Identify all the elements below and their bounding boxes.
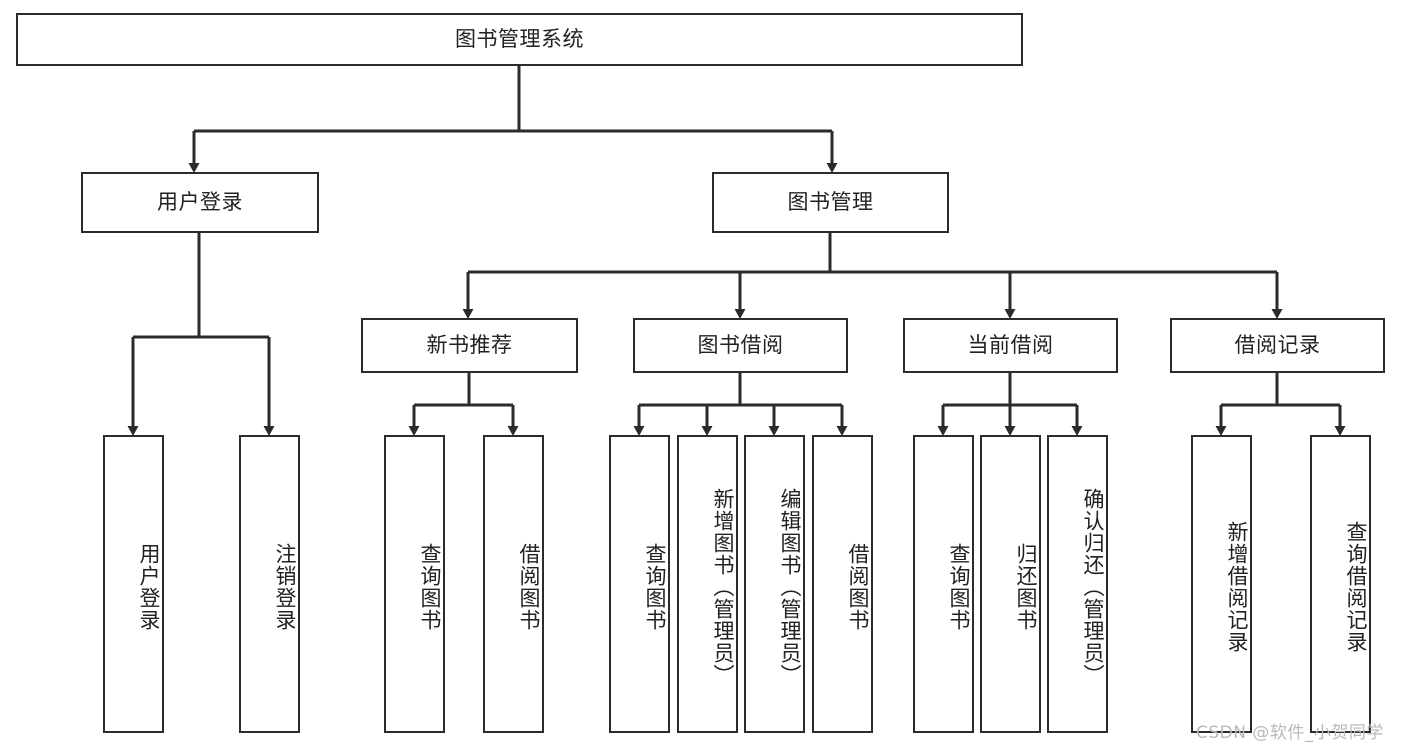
node-label: 查询图书: [418, 543, 442, 631]
node-label: 图书管理系统: [455, 26, 584, 51]
node-label: 借阅图书: [846, 543, 870, 631]
node-label: 图书借阅: [697, 332, 784, 357]
node-label: 归还图书: [1014, 543, 1038, 631]
node-label: 查询借阅记录: [1344, 521, 1368, 653]
node-current-borrow[interactable]: 当前借阅: [903, 318, 1118, 373]
node-book-management[interactable]: 图书管理: [712, 172, 949, 233]
node-label: 查询图书: [947, 543, 971, 631]
leaf-user-login-signin[interactable]: 用户登录: [103, 435, 164, 733]
node-book-borrow[interactable]: 图书借阅: [633, 318, 848, 373]
leaf-current-return-book[interactable]: 归还图书: [980, 435, 1041, 733]
node-label: 当前借阅: [967, 332, 1054, 357]
node-label: 用户登录: [137, 543, 161, 631]
leaf-current-query-book[interactable]: 查询图书: [913, 435, 974, 733]
node-label: 新增图书（管理员）: [711, 488, 735, 686]
leaf-record-add-record[interactable]: 新增借阅记录: [1191, 435, 1252, 733]
leaf-current-confirm-return-admin[interactable]: 确认归还（管理员）: [1047, 435, 1108, 733]
leaf-borrow-add-book-admin[interactable]: 新增图书（管理员）: [677, 435, 738, 733]
node-label: 编辑图书（管理员）: [778, 488, 802, 686]
leaf-record-query-record[interactable]: 查询借阅记录: [1310, 435, 1371, 733]
node-borrow-record[interactable]: 借阅记录: [1170, 318, 1385, 373]
node-label: 图书管理: [787, 189, 874, 214]
node-label: 注销登录: [273, 543, 297, 631]
csdn-watermark: CSDN @软件_小贺同学: [1196, 723, 1384, 743]
node-label: 用户登录: [157, 189, 243, 214]
node-label: 借阅记录: [1234, 332, 1321, 357]
leaf-user-login-signout[interactable]: 注销登录: [239, 435, 300, 733]
leaf-recommend-query-book[interactable]: 查询图书: [384, 435, 445, 733]
node-label: 确认归还（管理员）: [1081, 488, 1105, 686]
leaf-borrow-query-book[interactable]: 查询图书: [609, 435, 670, 733]
node-label: 借阅图书: [517, 543, 541, 631]
node-label: 新增借阅记录: [1225, 521, 1249, 653]
node-label: 查询图书: [643, 543, 667, 631]
leaf-recommend-borrow-book[interactable]: 借阅图书: [483, 435, 544, 733]
node-new-book-recommend[interactable]: 新书推荐: [361, 318, 578, 373]
leaf-borrow-edit-book-admin[interactable]: 编辑图书（管理员）: [744, 435, 805, 733]
node-root-system[interactable]: 图书管理系统: [16, 13, 1023, 66]
leaf-borrow-borrow-book[interactable]: 借阅图书: [812, 435, 873, 733]
node-user-login[interactable]: 用户登录: [81, 172, 319, 233]
node-label: 新书推荐: [426, 332, 513, 357]
